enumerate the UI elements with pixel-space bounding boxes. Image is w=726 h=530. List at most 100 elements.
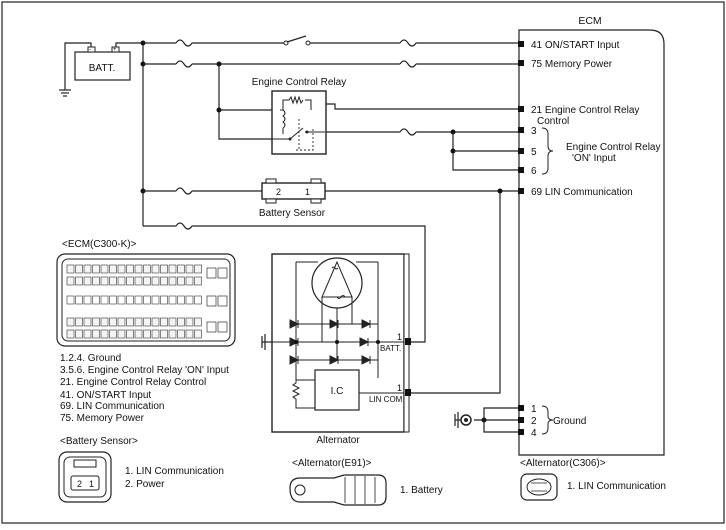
ecm-connector-pin-cell — [75, 317, 83, 327]
ecm-connector-pin-cell — [134, 264, 143, 274]
ecm-connector-pin-cell — [92, 295, 100, 305]
ecm-connector-pin-cell — [117, 329, 126, 339]
ecm-connector-pin-cell — [177, 317, 185, 327]
ecm-connector-pin-cell — [109, 317, 117, 327]
battery-sensor-pin-1: 1 — [305, 187, 310, 197]
sensor-legend-2: 2. Power — [125, 479, 165, 490]
alt-c306-title: <Alternator(C306)> — [520, 458, 606, 469]
ecm-connector-large-pin — [206, 295, 217, 307]
ecm-connector-title: <ECM(C300-K)> — [62, 239, 137, 250]
ecm-connector-pin-cell — [83, 295, 92, 305]
ecm-ground-brace — [541, 405, 554, 435]
alternator-batt-label: BATT. — [380, 344, 401, 353]
ecm-connector-pin-cell — [160, 264, 168, 274]
ecm-connector: <ECM(C300-K)> 1.2.4. Ground 3.5.6. Engin… — [56, 239, 236, 424]
alternator-label: Alternator — [316, 435, 360, 446]
ecm-connector-large-pin — [217, 321, 228, 333]
sensor-connector-pin-2: 2 — [77, 479, 82, 489]
ecm-connector-pin-cell — [117, 295, 126, 305]
battery: BATT. - + — [59, 42, 131, 97]
alternator-e91-connector: <Alternator(E91)> 1. Battery — [289, 458, 443, 506]
ecm-connector-large-pin — [206, 267, 217, 279]
ecm-connector-pin-cell — [66, 276, 75, 286]
ecm-connector-pin-cell — [185, 264, 194, 274]
ecm-relay-on-label: Engine Control Relay — [566, 142, 661, 153]
ecm-connector-large-pin — [217, 267, 228, 279]
ecm-legend-6: 75. Memory Power — [60, 413, 145, 424]
battery-sensor-connector: <Battery Sensor> 2 1 1. LIN Communicatio… — [58, 436, 224, 503]
ecm-module: ECM 41 ON/START Input 75 Memory Power 21… — [518, 15, 665, 456]
ecm-relay-on-brace — [541, 127, 554, 175]
svg-text:+: + — [113, 47, 117, 53]
ecm-connector-pin-cell — [185, 329, 194, 339]
ecm-ground-label: Ground — [553, 416, 586, 427]
ecm-connector-pin-cell — [143, 295, 151, 305]
ecm-connector-pin-cell — [143, 276, 151, 286]
ecm-connector-pin-cell — [151, 276, 160, 286]
ecm-connector-pin-cell — [126, 276, 134, 286]
ecm-pin-5-label: 5 — [531, 147, 537, 158]
ecm-connector-pin-cell — [100, 317, 109, 327]
ecm-title: ECM — [578, 15, 601, 27]
ecm-connector-pin-cell — [109, 276, 117, 286]
ecm-connector-pin-cell — [185, 317, 194, 327]
ecm-connector-pin-cell — [75, 295, 83, 305]
ecm-connector-pin-cell — [66, 264, 75, 274]
ecm-connector-pin-cell — [177, 295, 185, 305]
ecm-connector-pin-cell — [185, 295, 194, 305]
ecm-connector-pin-cell — [177, 276, 185, 286]
ecm-connector-pin-cell — [117, 264, 126, 274]
ecm-connector-pin-cell — [92, 329, 100, 339]
ecm-legend-3: 21. Engine Control Relay Control — [60, 377, 206, 388]
ecm-connector-pin-cell — [92, 264, 100, 274]
ecm-pin-3-label: 3 — [531, 126, 537, 137]
ecm-connector-pin-cell — [109, 264, 117, 274]
alternator-c306-connector: <Alternator(C306)> 1. LIN Communication — [520, 458, 666, 501]
ecm-connector-pin-cell — [194, 329, 202, 339]
ecm-connector-pin-cell — [160, 295, 168, 305]
ecm-connector-pin-cell — [100, 276, 109, 286]
ecm-connector-pin-cell — [92, 317, 100, 327]
alternator-batt-pin: 1 — [397, 332, 402, 342]
ecm-connector-pin-cell — [75, 329, 83, 339]
alt-c306-legend: 1. LIN Communication — [567, 481, 666, 492]
ecm-connector-pin-cell — [117, 276, 126, 286]
svg-text:-: - — [89, 47, 91, 53]
ecm-pin-75-label: 75 Memory Power — [531, 59, 613, 70]
battery-sensor-pin-2: 2 — [276, 187, 281, 197]
ecm-connector-pin-cell — [126, 329, 134, 339]
ecm-connector-pin-cell — [134, 276, 143, 286]
ecm-connector-pin-cell — [160, 329, 168, 339]
battery-sensor-label: Battery Sensor — [259, 208, 326, 219]
ecm-connector-pin-cell — [134, 329, 143, 339]
ecm-connector-pin-cell — [100, 295, 109, 305]
ecm-legend-1: 1.2.4. Ground — [60, 353, 121, 364]
ecm-connector-large-pin — [206, 321, 217, 333]
ecm-connector-pin-cell — [109, 295, 117, 305]
ecm-legend-4: 41. ON/START Input — [60, 390, 151, 401]
ecm-pin-6-label: 6 — [531, 166, 537, 177]
ecm-connector-pin-cell — [66, 329, 75, 339]
ecm-connector-pin-cell — [100, 329, 109, 339]
ecm-ground-pin-2: 2 — [531, 416, 537, 427]
ecm-connector-large-pin — [217, 295, 228, 307]
ecm-connector-pin-cell — [83, 264, 92, 274]
ecm-connector-pin-cell — [75, 264, 83, 274]
alt-e91-title: <Alternator(E91)> — [292, 458, 372, 469]
ecm-connector-pin-cell — [143, 264, 151, 274]
ecm-connector-pin-cell — [151, 295, 160, 305]
ecm-connector-pin-cell — [151, 264, 160, 274]
ecm-connector-pin-cell — [100, 264, 109, 274]
ecm-connector-pin-cell — [134, 317, 143, 327]
ecm-connector-pin-cell — [126, 317, 134, 327]
ecm-connector-pin-cell — [143, 329, 151, 339]
ecm-pin-21-label: 21 Engine Control Relay — [531, 105, 639, 116]
wiring — [115, 35, 518, 433]
alternator: Alternator I.C — [261, 253, 411, 446]
ecm-connector-pin-cell — [177, 329, 185, 339]
battery-sensor: 2 1 Battery Sensor — [259, 178, 326, 219]
ecm-connector-pin-cell — [185, 276, 194, 286]
